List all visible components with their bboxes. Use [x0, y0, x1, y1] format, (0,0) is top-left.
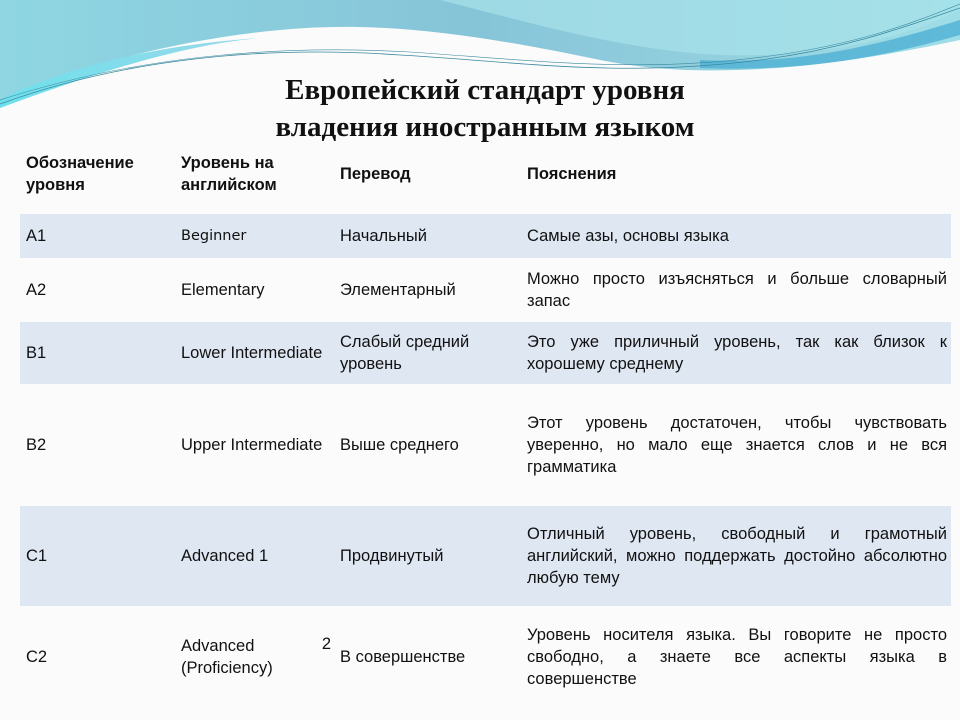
title-line-2: владения иностранным языком	[275, 111, 695, 143]
english-level-line1: Advanced	[181, 637, 255, 655]
header-translation: Перевод	[340, 165, 411, 183]
level-code: A2	[26, 281, 47, 299]
translation: Элементарный	[340, 281, 456, 299]
notes: Самые азы, основы языка	[527, 227, 729, 245]
notes: Этот уровень достаточен, чтобы чувствова…	[527, 414, 947, 476]
english-level: Upper Intermediate	[181, 436, 323, 454]
translation: Начальный	[340, 227, 427, 245]
table-row: A1 Beginner Начальный Самые азы, основы …	[20, 214, 951, 258]
notes: Уровень носителя языка. Вы говорите не п…	[527, 626, 947, 688]
level-code: A1	[26, 227, 47, 245]
level-code: C2	[26, 648, 48, 666]
level-code: B2	[26, 436, 47, 454]
page-title: Европейский стандарт уровня владения ино…	[0, 72, 960, 146]
table-row: B2 Upper Intermediate Выше среднего Этот…	[20, 388, 951, 502]
table-row: B1 Lower Intermediate Слабый средний уро…	[20, 322, 951, 384]
english-level-suffix: 2	[321, 635, 331, 653]
header-english: Уровень на английском	[181, 154, 277, 194]
notes: Отличный уровень, свободный и грамотный …	[527, 525, 947, 587]
level-code: B1	[26, 344, 47, 362]
table-header-row: Обозначение уровня Уровень на английском…	[20, 148, 951, 200]
level-code: C1	[26, 547, 48, 565]
english-level: Lower Intermediate	[181, 344, 323, 362]
title-line-1: Европейский стандарт уровня	[285, 74, 685, 106]
notes: Можно просто изъясняться и больше словар…	[527, 270, 947, 310]
notes: Это уже приличный уровень, так как близо…	[527, 333, 947, 373]
english-level: Beginner	[181, 228, 247, 244]
wave-background	[0, 0, 960, 108]
header-notes: Пояснения	[527, 165, 617, 183]
header-level: Обозначение уровня	[26, 154, 134, 194]
table-row: C2 Advanced 2 (Proficiency) В совершенст…	[20, 610, 951, 704]
table-row: A2 Elementary Элементарный Можно просто …	[20, 262, 951, 318]
english-level: Elementary	[181, 281, 265, 299]
translation: Продвинутый	[340, 547, 444, 565]
translation: В совершенстве	[340, 648, 466, 666]
english-level: Advanced 1	[181, 547, 269, 565]
translation: Выше среднего	[340, 436, 459, 454]
english-level: Advanced 2 (Proficiency)	[181, 610, 331, 704]
table-row: C1 Advanced 1 Продвинутый Отличный урове…	[20, 506, 951, 606]
translation: Слабый средний уровень	[340, 333, 470, 373]
english-level-line2: (Proficiency)	[181, 659, 273, 677]
